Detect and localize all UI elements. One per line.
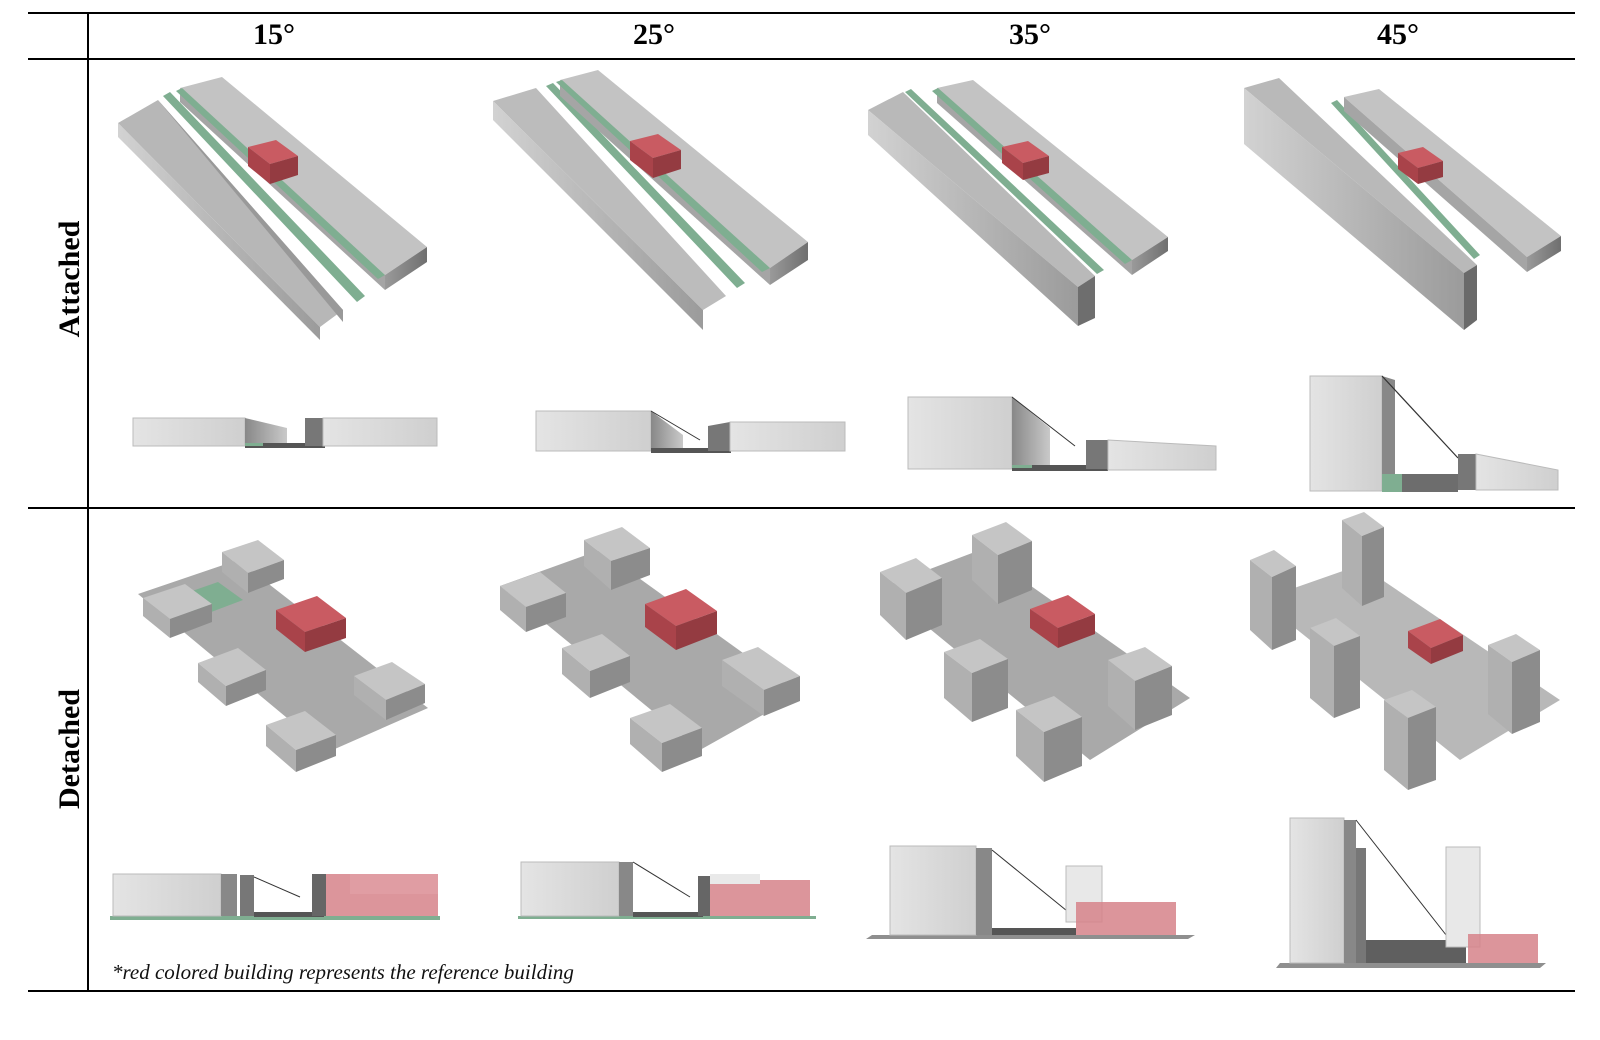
attached-35-iso-model	[868, 80, 1168, 326]
column-header-35: 35°	[1009, 18, 1051, 51]
column-header-45: 45°	[1377, 18, 1419, 51]
detached-45-iso-model	[1250, 512, 1560, 790]
row-label-attached: Attached	[53, 220, 86, 338]
footnote: *red colored building represents the ref…	[112, 960, 574, 984]
row-label-detached: Detached	[53, 689, 86, 809]
column-header-25: 25°	[633, 18, 675, 51]
detached-45-section	[1276, 817, 1546, 968]
attached-25-iso-model	[493, 70, 808, 330]
detached-15-iso-model	[138, 540, 428, 772]
attached-35-section	[907, 396, 1217, 471]
detached-35-iso-model	[880, 522, 1190, 782]
detached-25-iso-model	[500, 527, 800, 772]
attached-15-section	[132, 417, 438, 448]
detached-15-section	[110, 873, 440, 920]
attached-25-section	[535, 410, 846, 453]
detached-25-section	[518, 861, 816, 919]
detached-35-section	[866, 845, 1195, 939]
attached-15-iso-model	[118, 77, 427, 340]
table-grid	[28, 12, 1575, 992]
column-header-15: 15°	[253, 18, 295, 51]
attached-45-section	[1309, 375, 1559, 492]
attached-45-iso-model	[1244, 78, 1561, 330]
